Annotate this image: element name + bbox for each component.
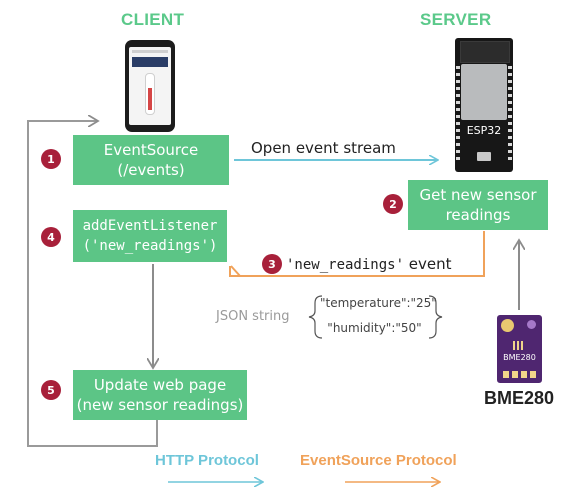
json-string-label: JSON string — [216, 309, 290, 324]
esp32-label: ESP32 — [466, 124, 502, 137]
client-header: CLIENT — [121, 10, 185, 29]
step-4-badge: 4 — [41, 227, 61, 247]
json-left-brace — [308, 295, 323, 339]
step-1-line2: (/events) — [117, 161, 185, 179]
step-1-eventsource-box: EventSource (/events) — [73, 135, 229, 185]
server-header: SERVER — [420, 10, 492, 29]
step-1-badge: 1 — [41, 149, 61, 169]
step-5-badge: 5 — [41, 380, 61, 400]
step-3-text: event — [404, 255, 452, 273]
legend-eventsource-label: EventSource Protocol — [300, 452, 457, 469]
step-2-line2: readings — [445, 206, 511, 224]
step-3-badge: 3 — [262, 254, 282, 274]
step-2-badge: 2 — [383, 194, 403, 214]
json-right-brace — [428, 295, 443, 339]
step-5-line1: Update web page — [93, 376, 227, 394]
json-line-2: "humidity":"50" — [327, 321, 422, 335]
loop-connector — [27, 121, 158, 447]
bme280-sensor-illustration: BME280 — [497, 315, 542, 383]
step-1-line1: EventSource — [103, 141, 199, 159]
step-2-line1: Get new sensor — [419, 186, 537, 204]
step-5-update-box: Update web page (new sensor readings) — [73, 370, 247, 420]
step-5-line2: (new sensor readings) — [76, 396, 244, 414]
phone-illustration — [125, 40, 175, 132]
legend-http-label: HTTP Protocol — [155, 452, 259, 469]
step-2-readings-box: Get new sensor readings — [408, 180, 548, 230]
new-readings-arrow — [229, 231, 485, 277]
esp32-board-illustration: ESP32 — [455, 38, 513, 172]
step-4-line1: addEventListener — [82, 218, 218, 234]
step-3-code: 'new_readings' — [286, 257, 405, 273]
bme280-caption: BME280 — [484, 388, 555, 408]
bme280-chip-label: BME280 — [503, 353, 536, 362]
step-3-event-label: 'new_readings' event — [286, 255, 452, 273]
json-line-1: "temperature":"25" — [320, 296, 437, 310]
open-stream-label: Open event stream — [251, 139, 396, 157]
step-4-listener-box: addEventListener ('new_readings') — [73, 210, 227, 262]
step-4-line2: ('new_readings') — [82, 238, 218, 254]
